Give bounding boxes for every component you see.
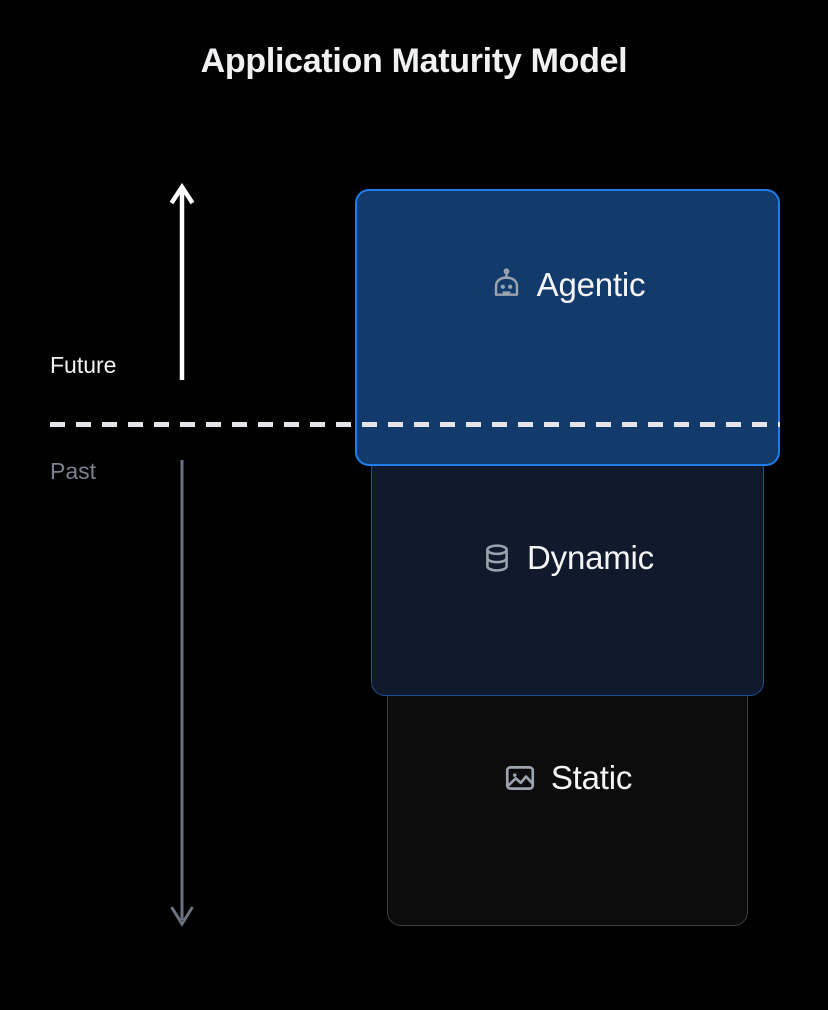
maturity-layer-label-dynamic: Dynamic (527, 539, 654, 576)
timeline-label-future: Future (50, 352, 117, 378)
maturity-layer-label-static: Static (550, 759, 633, 796)
layer-content-agentic: Agentic (490, 266, 646, 304)
database-icon (481, 542, 513, 574)
bot-icon (490, 268, 523, 301)
page-title: Application Maturity Model (200, 42, 628, 80)
maturity-layer-static[interactable]: Static (387, 672, 748, 926)
maturity-layer-label-agentic: Agentic (536, 265, 646, 303)
arrow-up-icon (168, 182, 196, 380)
maturity-layer-agentic[interactable]: Agentic (355, 189, 780, 466)
image-icon (503, 761, 537, 795)
layer-content-dynamic: Dynamic (481, 539, 654, 577)
layer-content-static: Static (503, 759, 632, 797)
arrow-down-icon (168, 460, 196, 928)
timeline-label-past: Past (50, 458, 97, 484)
maturity-layer-dynamic[interactable]: Dynamic (371, 440, 764, 696)
